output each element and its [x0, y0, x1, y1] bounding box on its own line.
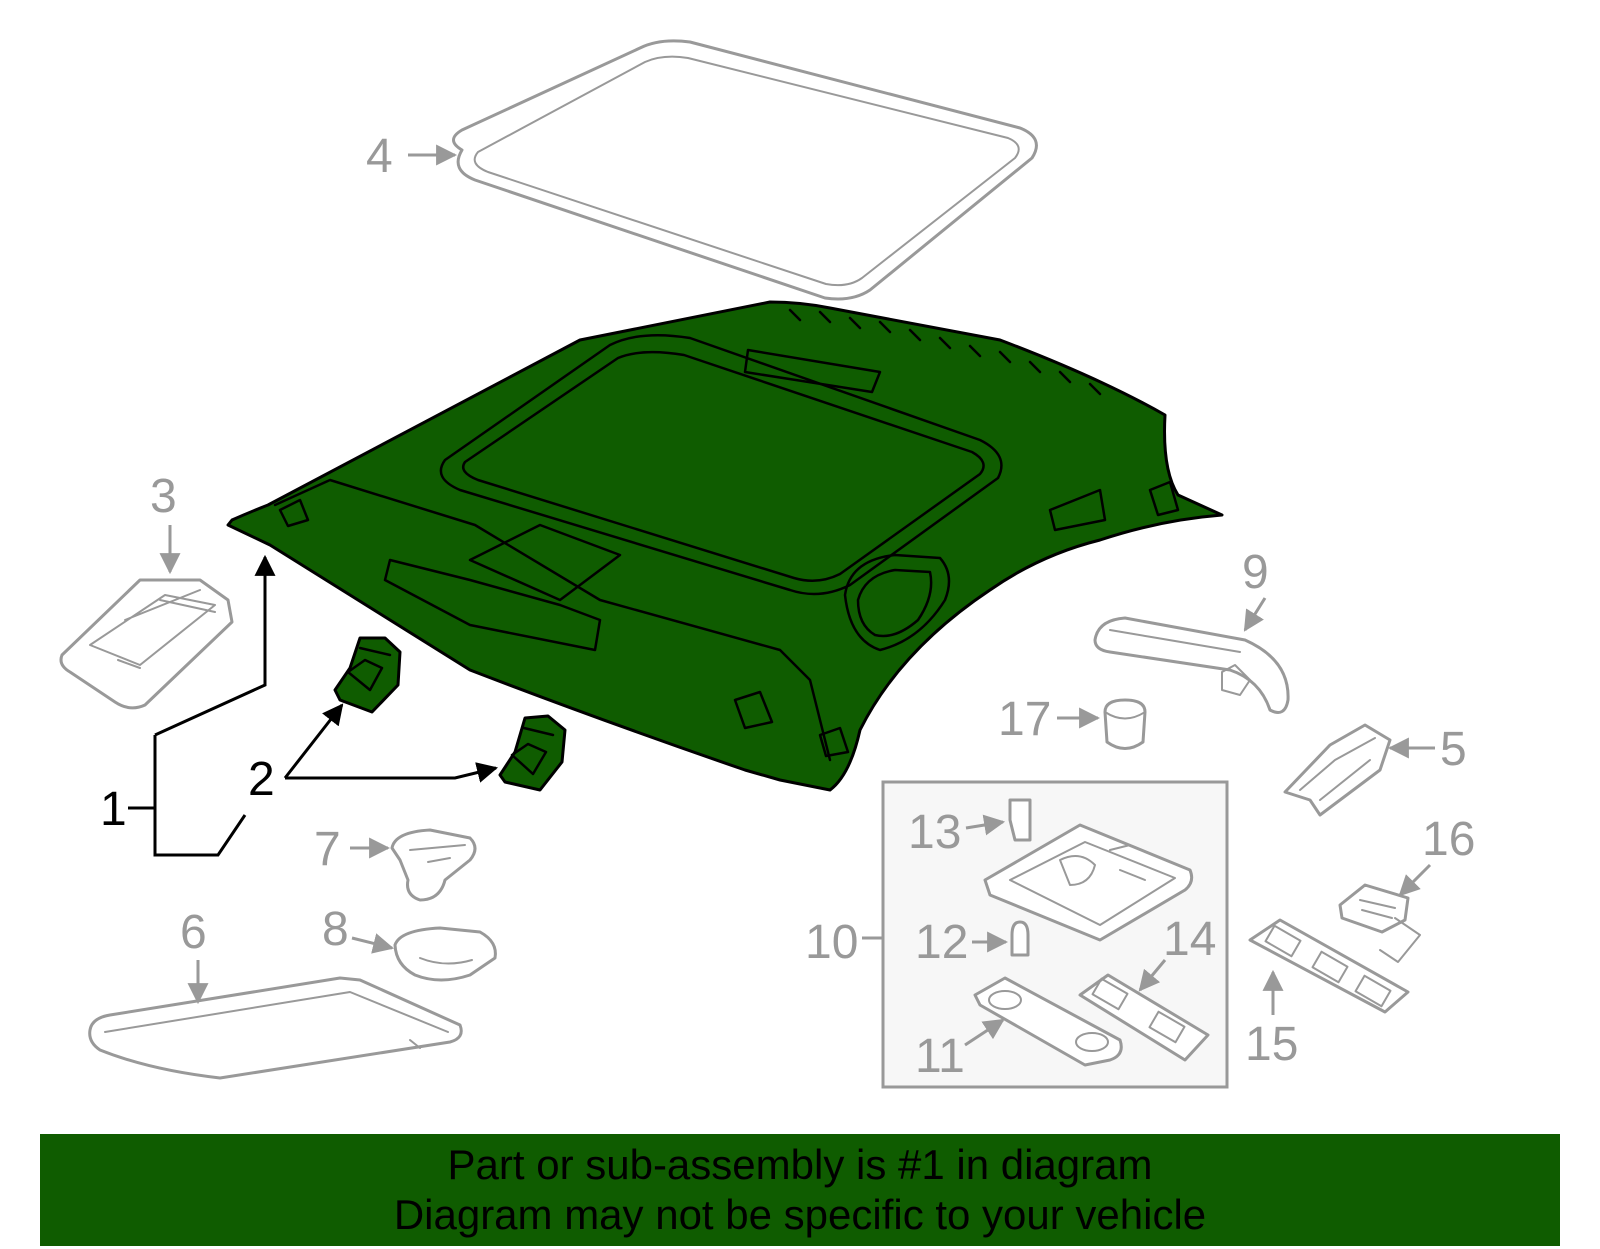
part-15-switch-panel — [1248, 918, 1410, 1014]
callout-6: 6 — [180, 906, 207, 959]
part-11-lens-panel — [973, 976, 1123, 1067]
leader-13 — [965, 814, 1006, 836]
callout-11: 11 — [915, 1030, 965, 1083]
part-17-plug — [1103, 698, 1147, 750]
part-3-console — [59, 578, 234, 710]
leader-2a — [283, 703, 344, 779]
part-8-lens — [393, 926, 497, 982]
banner-line-1: Part or sub-assembly is #1 in diagram — [447, 1141, 1153, 1188]
callout-10: 10 — [805, 916, 858, 969]
part-4-sunroof-seal — [452, 39, 1038, 301]
part-16-switch — [1338, 883, 1421, 963]
callout-16: 16 — [1422, 813, 1475, 866]
callout-2: 2 — [248, 753, 275, 806]
part-2-clip-lower — [498, 714, 567, 792]
callout-3: 3 — [150, 470, 177, 523]
leader-11 — [964, 1018, 1005, 1047]
leader-8 — [351, 933, 395, 954]
callout-7: 7 — [314, 823, 341, 876]
part-2-clip-upper — [333, 636, 402, 714]
part-10-overhead-console — [983, 823, 1194, 942]
leader-14 — [1138, 959, 1167, 992]
banner-line-2: Diagram may not be specific to your vehi… — [393, 1191, 1207, 1238]
callout-15: 15 — [1245, 1018, 1298, 1071]
part-14-lens-panel — [1078, 973, 1210, 1062]
part-9-grab-handle — [1093, 616, 1290, 714]
callout-5: 5 — [1440, 723, 1467, 776]
headliner-body — [226, 300, 1224, 792]
leader-16 — [1398, 863, 1432, 897]
part-1-headliner — [226, 300, 1224, 792]
leader-1 — [128, 558, 267, 857]
callout-9: 9 — [1242, 546, 1269, 599]
banner-background — [40, 1134, 1560, 1246]
part-7-lamp — [390, 828, 477, 902]
callout-17: 17 — [998, 693, 1051, 746]
leader-9 — [1243, 597, 1267, 632]
callout-4: 4 — [366, 130, 393, 183]
leader-2b — [285, 762, 499, 783]
callout-13: 13 — [908, 806, 961, 859]
disclaimer-banner: Part or sub-assembly is #1 in diagram Di… — [40, 1134, 1560, 1246]
callout-12: 12 — [915, 916, 968, 969]
part-13-bulb-socket — [1008, 798, 1032, 842]
part-5-bracket — [1283, 723, 1392, 817]
callout-1: 1 — [100, 783, 127, 836]
part-12-bulb — [1010, 920, 1030, 957]
callout-8: 8 — [322, 903, 349, 956]
callout-14: 14 — [1163, 913, 1216, 966]
part-6-sunshade — [88, 976, 463, 1080]
